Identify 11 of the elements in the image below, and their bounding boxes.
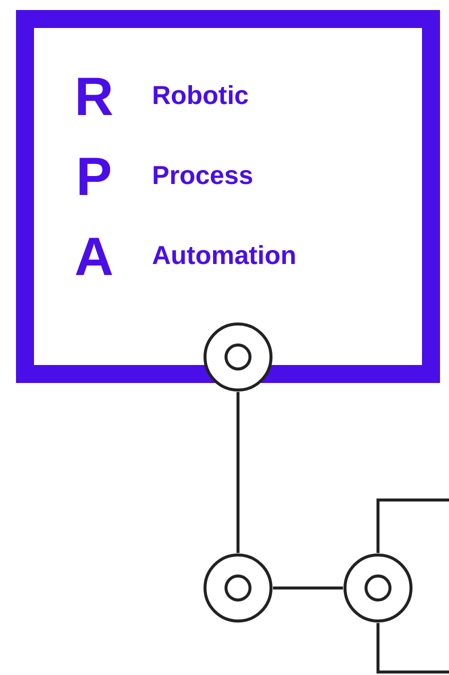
initial-letter: A — [74, 230, 114, 284]
initial-letter: P — [74, 150, 114, 204]
connector-line — [236, 392, 240, 553]
initial-letter: R — [74, 70, 114, 124]
title-frame — [16, 10, 440, 383]
acronym-word: Automation — [152, 242, 296, 268]
acronym-word: Robotic — [152, 82, 249, 108]
connector-line — [376, 623, 449, 674]
connector-line — [273, 586, 343, 590]
connector-line — [376, 498, 449, 553]
acronym-word: Process — [152, 162, 254, 188]
